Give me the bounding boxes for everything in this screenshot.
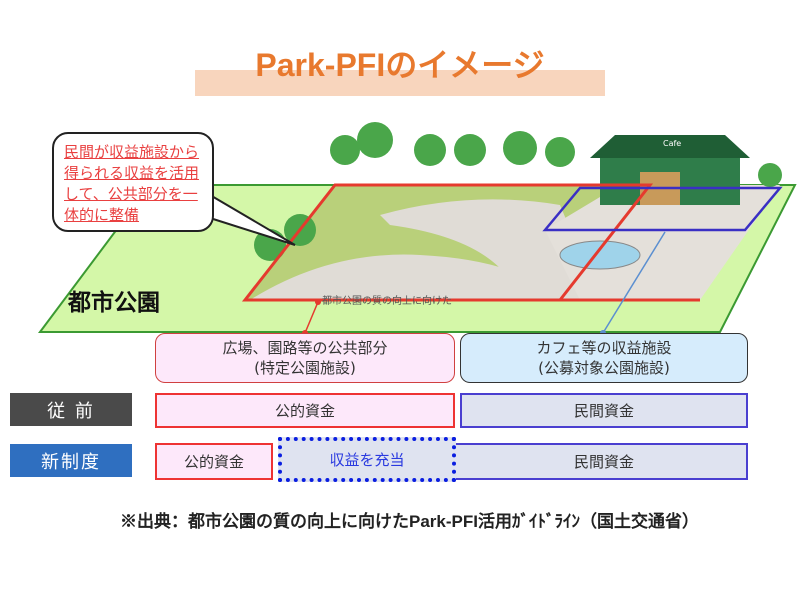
fountain xyxy=(559,240,641,270)
bubble-pointer xyxy=(209,194,296,246)
public-area-outline xyxy=(241,183,654,302)
public-part-subtitle: (特定公園施設) xyxy=(254,359,356,377)
cafe-part-box: カフェ等の収益施設 (公募対象公園施設) xyxy=(460,333,748,383)
public-part-title: 広場、園路等の公共部分 xyxy=(222,339,388,357)
before-public-funds: 公的資金 xyxy=(155,393,455,428)
cafe-roof xyxy=(590,135,750,158)
connector-cafe xyxy=(602,231,666,334)
speech-bubble: 民間が収益施設から得られる収益を活用して、公共部分を一体的に整備 xyxy=(52,132,214,232)
park-label: 都市公園 xyxy=(68,290,160,316)
new-revenue-allocation: 収益を充当 xyxy=(278,437,456,482)
row-label-new: 新制度 xyxy=(10,444,132,477)
cafe-sign: Cafe xyxy=(663,139,681,148)
title-highlight-bar xyxy=(195,70,605,96)
before-private-funds: 民間資金 xyxy=(460,393,748,428)
cafe-area-outline xyxy=(542,186,783,232)
park-path xyxy=(380,199,600,300)
new-public-funds: 公的資金 xyxy=(155,443,273,480)
connector-public xyxy=(304,301,319,334)
page-title: Park-PFIのイメージ xyxy=(255,47,545,83)
park-path xyxy=(250,254,560,300)
public-part-box: 広場、園路等の公共部分 (特定公園施設) xyxy=(155,333,455,383)
overlay-caption: 都市公園の質の向上に向けた xyxy=(322,296,452,307)
park-illustration: Cafe xyxy=(38,122,797,336)
source-citation: ※出典：都市公園の質の向上に向けたPark-PFI活用ｶﾞｲﾄﾞﾗｲﾝ（国土交通… xyxy=(120,512,699,531)
cafe-plaza xyxy=(545,185,780,300)
cafe-part-title: カフェ等の収益施設 xyxy=(536,339,672,357)
cafe-part-subtitle: (公募対象公園施設) xyxy=(538,359,670,377)
row-label-before: 従 前 xyxy=(10,393,132,426)
